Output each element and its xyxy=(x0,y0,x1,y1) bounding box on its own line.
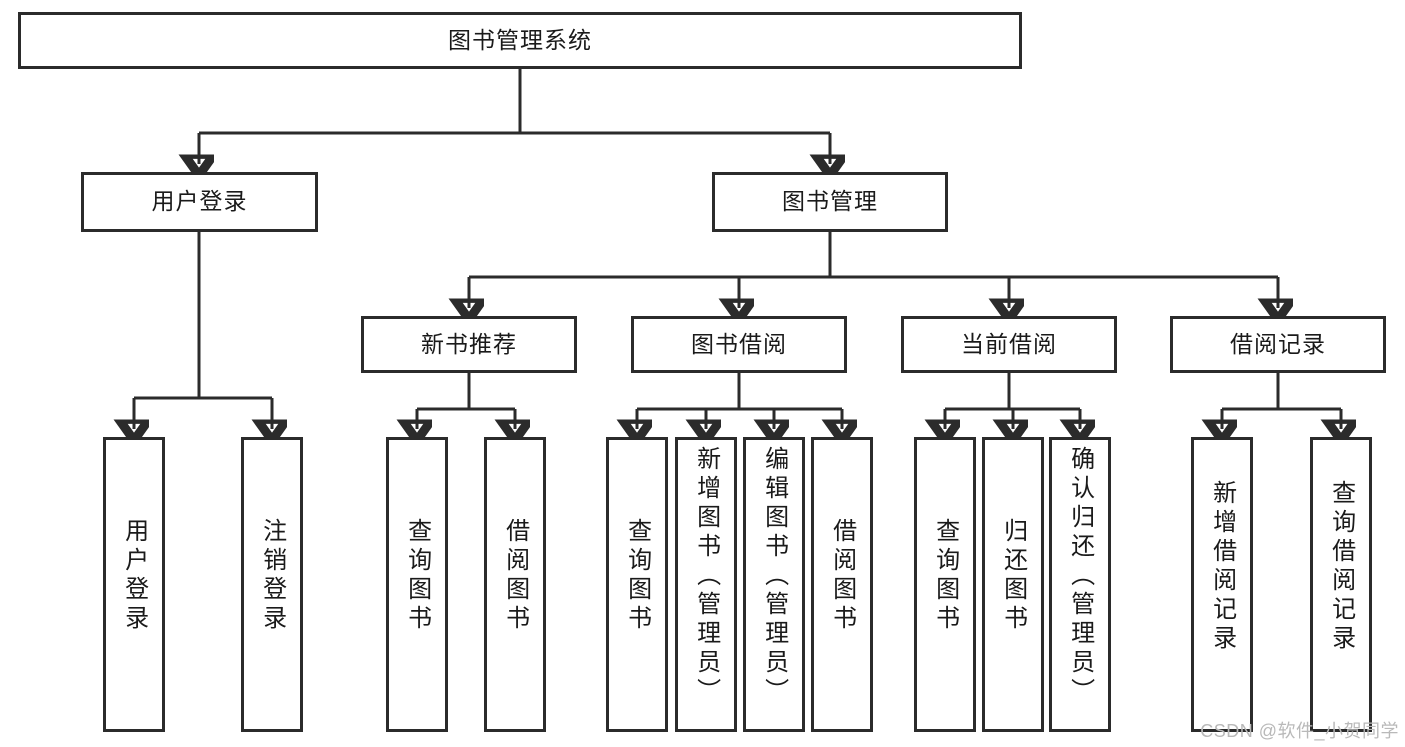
node-label: 新书推荐 xyxy=(421,330,517,357)
node-label: 借阅记录 xyxy=(1230,330,1326,357)
node-label: 查询借阅记录 xyxy=(1327,480,1355,654)
leaf-return-book[interactable]: 归还图书 xyxy=(982,437,1044,732)
node-label: 借阅图书 xyxy=(501,518,529,634)
node-current-borrow[interactable]: 当前借阅 xyxy=(901,316,1117,373)
node-label: 注销登录 xyxy=(258,518,286,634)
node-root-system[interactable]: 图书管理系统 xyxy=(18,12,1022,69)
leaf-edit-book-admin[interactable]: 编辑图书（管理员） xyxy=(743,437,805,732)
node-label: 新增借阅记录 xyxy=(1208,480,1236,654)
leaf-query-book-current[interactable]: 查询图书 xyxy=(914,437,976,732)
node-label: 新增图书（管理员） xyxy=(692,446,720,707)
leaf-borrow-book-newbook[interactable]: 借阅图书 xyxy=(484,437,546,732)
node-user-login[interactable]: 用户登录 xyxy=(81,172,318,232)
node-label: 归还图书 xyxy=(999,518,1027,634)
leaf-query-borrow-record[interactable]: 查询借阅记录 xyxy=(1310,437,1372,732)
node-label: 用户登录 xyxy=(151,188,248,215)
node-label: 图书管理系统 xyxy=(448,26,592,53)
node-book-management[interactable]: 图书管理 xyxy=(712,172,948,232)
node-label: 当前借阅 xyxy=(961,330,1057,357)
leaf-query-book-newbook[interactable]: 查询图书 xyxy=(386,437,448,732)
node-label: 查询图书 xyxy=(931,518,959,634)
node-label: 图书管理 xyxy=(782,188,878,215)
leaf-add-borrow-record[interactable]: 新增借阅记录 xyxy=(1191,437,1253,732)
node-label: 查询图书 xyxy=(403,518,431,634)
node-label: 图书借阅 xyxy=(691,330,787,357)
node-new-book-recommend[interactable]: 新书推荐 xyxy=(361,316,577,373)
node-label: 查询图书 xyxy=(623,518,651,634)
leaf-borrow-book[interactable]: 借阅图书 xyxy=(811,437,873,732)
node-label: 编辑图书（管理员） xyxy=(760,446,788,707)
node-label: 用户登录 xyxy=(120,518,148,634)
leaf-query-book-borrow[interactable]: 查询图书 xyxy=(606,437,668,732)
node-label: 借阅图书 xyxy=(828,518,856,634)
node-book-borrow[interactable]: 图书借阅 xyxy=(631,316,847,373)
node-borrow-record[interactable]: 借阅记录 xyxy=(1170,316,1386,373)
leaf-logout[interactable]: 注销登录 xyxy=(241,437,303,732)
leaf-user-login[interactable]: 用户登录 xyxy=(103,437,165,732)
node-label: 确认归还（管理员） xyxy=(1066,446,1094,707)
leaf-confirm-return-admin[interactable]: 确认归还（管理员） xyxy=(1049,437,1111,732)
leaf-add-book-admin[interactable]: 新增图书（管理员） xyxy=(675,437,737,732)
